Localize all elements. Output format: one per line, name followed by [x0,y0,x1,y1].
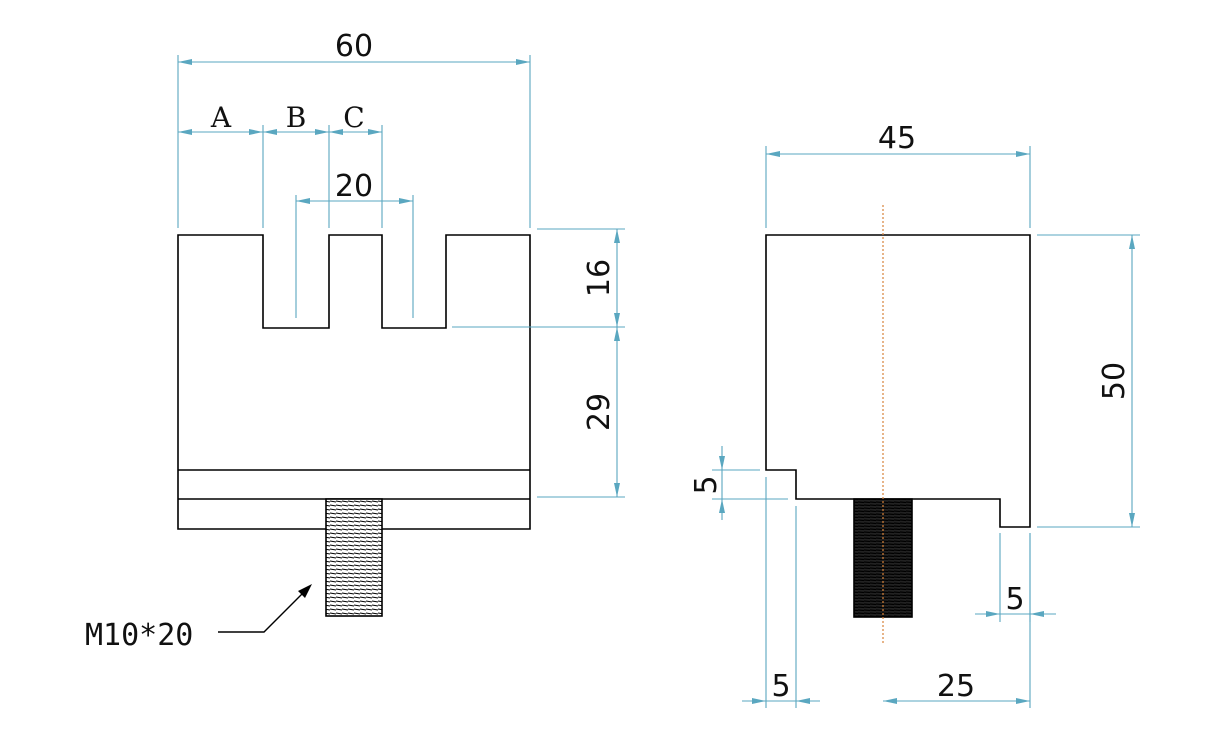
side-body-outline [765,234,1031,528]
dim-label-50: 50 [1097,362,1132,400]
front-view: 60 A B C 20 16 29 M10*20 [85,29,625,653]
dim-label-45: 45 [878,121,916,156]
front-thread-stud [325,498,383,617]
dim-label-29: 29 [582,393,617,431]
thread-leader-arrow [298,584,312,598]
dim-label-16: 16 [582,259,617,297]
dim-label-c: C [343,101,364,134]
thread-label: M10*20 [85,618,193,653]
front-body-outline [177,234,531,530]
side-view: 45 50 5 5 5 25 [689,121,1140,708]
thread-leader [218,593,303,633]
dim-label-25: 25 [937,669,975,704]
dim-label-20: 20 [335,169,373,204]
dim-label-step-left: 5 [771,669,790,704]
dim-label-a: A [210,101,232,134]
dim-label-b: B [286,101,307,134]
dim-label-step-right: 5 [1005,582,1024,617]
dim-label-step-height: 5 [689,475,724,494]
dim-label-60: 60 [335,29,373,64]
